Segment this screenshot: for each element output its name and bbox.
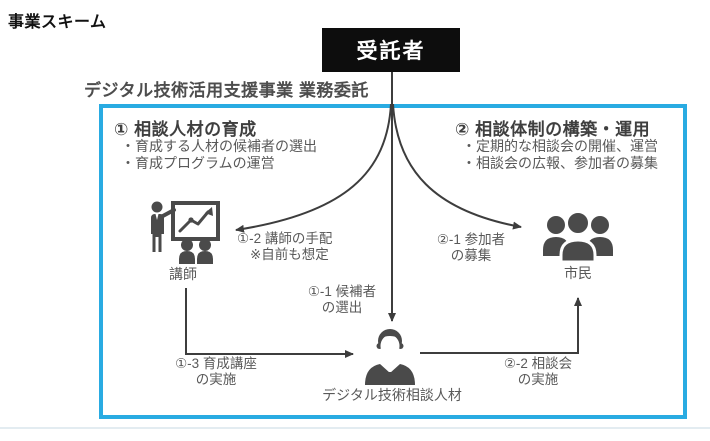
flow-2-1-line1: ②-1 参加者 <box>436 232 506 247</box>
flow-1-2-line2: ※自前も想定 <box>250 247 329 262</box>
flow-1-3-line1: ①-3 育成講座 <box>175 356 257 371</box>
flow-2-2-line1: ②-2 相談会 <box>503 356 573 371</box>
bottom-divider <box>0 427 710 429</box>
lecturer-presentation-icon <box>151 201 220 264</box>
flow-2-1-line2: の募集 <box>450 248 492 263</box>
flow-1-2-line1: ①-2 講師の手配 <box>237 231 333 246</box>
section1-bullet-2: ・育成プログラムの運営 <box>121 155 275 171</box>
lecturer-label: 講師 <box>169 266 197 282</box>
section2-bullets: ・定期的な相談会の開催、運営 ・相談会の広報、参加者の募集 <box>462 138 658 172</box>
citizens-label: 市民 <box>564 265 592 281</box>
flow-label-2-1-participant-recruitment: ②-1 参加者 の募集 <box>430 232 512 264</box>
citizens-group-icon <box>543 210 613 262</box>
flow-label-1-1-candidate-selection: ①-1 候補者 の選出 <box>296 284 388 316</box>
flow-2-2-line2: の実施 <box>517 372 559 387</box>
flow-label-1-3-training-course: ①-3 育成講座 の実施 <box>170 356 262 388</box>
consultant-label: デジタル技術相談人材 <box>322 387 462 403</box>
contractor-box: 受託者 <box>322 28 460 72</box>
flow-1-1-line1: ①-1 候補者 <box>307 284 377 299</box>
section1-bullets: ・育成する人材の候補者の選出 ・育成プログラムの運営 <box>121 138 317 172</box>
section2-bullet-2: ・相談会の広報、参加者の募集 <box>462 155 658 171</box>
flow-label-1-2-lecturer-arrangement: ①-2 講師の手配 ※自前も想定 <box>237 231 332 263</box>
page-title: 事業スキーム <box>8 14 107 31</box>
consultant-person-icon <box>365 329 415 385</box>
flow-1-1-line2: の選出 <box>321 300 363 315</box>
delegation-label: デジタル技術活用支援事業 業務委託 <box>84 81 369 100</box>
section2-bullet-1: ・定期的な相談会の開催、運営 <box>462 138 658 154</box>
section1-bullet-1: ・育成する人材の候補者の選出 <box>121 138 317 154</box>
flow-1-3-line2: の実施 <box>195 372 237 387</box>
flow-label-2-2-consultation-session: ②-2 相談会 の実施 <box>492 356 584 388</box>
section2-heading: ② 相談体制の構築・運用 <box>455 120 651 139</box>
section1-heading: ① 相談人材の育成 <box>114 120 257 139</box>
contractor-label: 受託者 <box>356 40 426 63</box>
